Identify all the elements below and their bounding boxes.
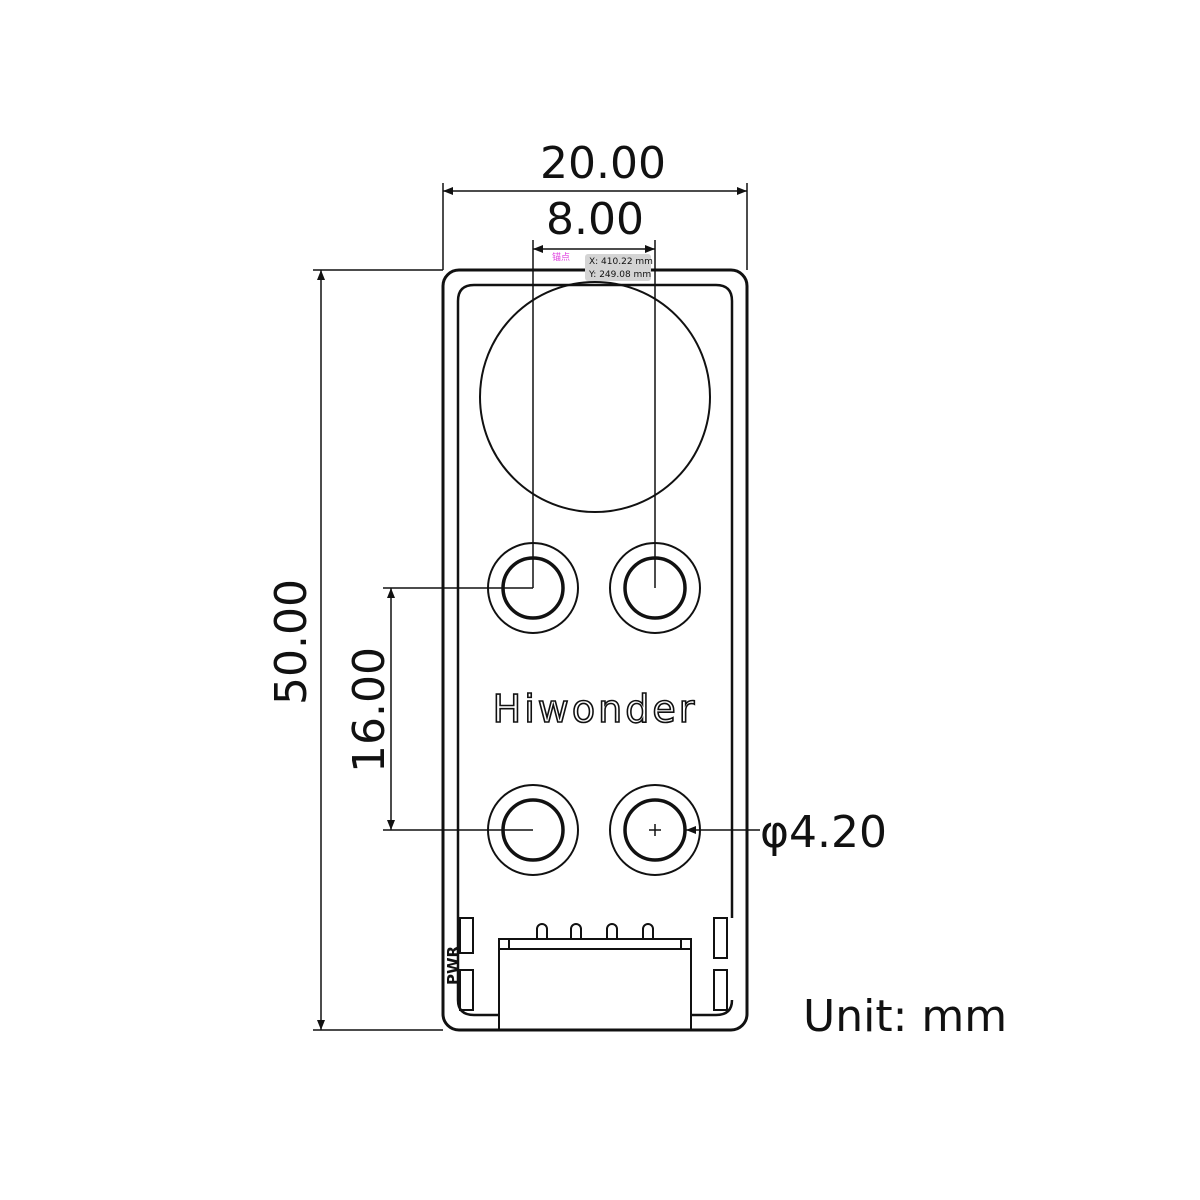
brand-logo: Hiwonder [493, 687, 698, 731]
dim-hole-spacing-horizontal: 8.00 [546, 194, 644, 245]
dimension-lines [313, 183, 760, 1031]
tooltip-x: X: 410.22 mm [589, 257, 653, 267]
dim-overall-height: 50.00 [266, 579, 317, 705]
sensor-circle [479, 281, 711, 513]
anchor-label: 锚点 [552, 251, 570, 263]
cursor-tooltip: 锚点 X: 410.22 mm Y: 249.08 mm [552, 251, 653, 281]
unit-label: Unit: mm [803, 991, 1007, 1042]
smd-components [459, 917, 728, 1011]
tooltip-y: Y: 249.08 mm [588, 270, 651, 280]
pcb-board [441, 268, 749, 1032]
dim-overall-width: 20.00 [540, 138, 666, 189]
silkscreen-pwr: PWR [444, 945, 462, 985]
connector [498, 923, 692, 1031]
dim-hole-diameter: φ4.20 [760, 807, 887, 858]
dim-hole-spacing-vertical: 16.00 [344, 647, 395, 773]
